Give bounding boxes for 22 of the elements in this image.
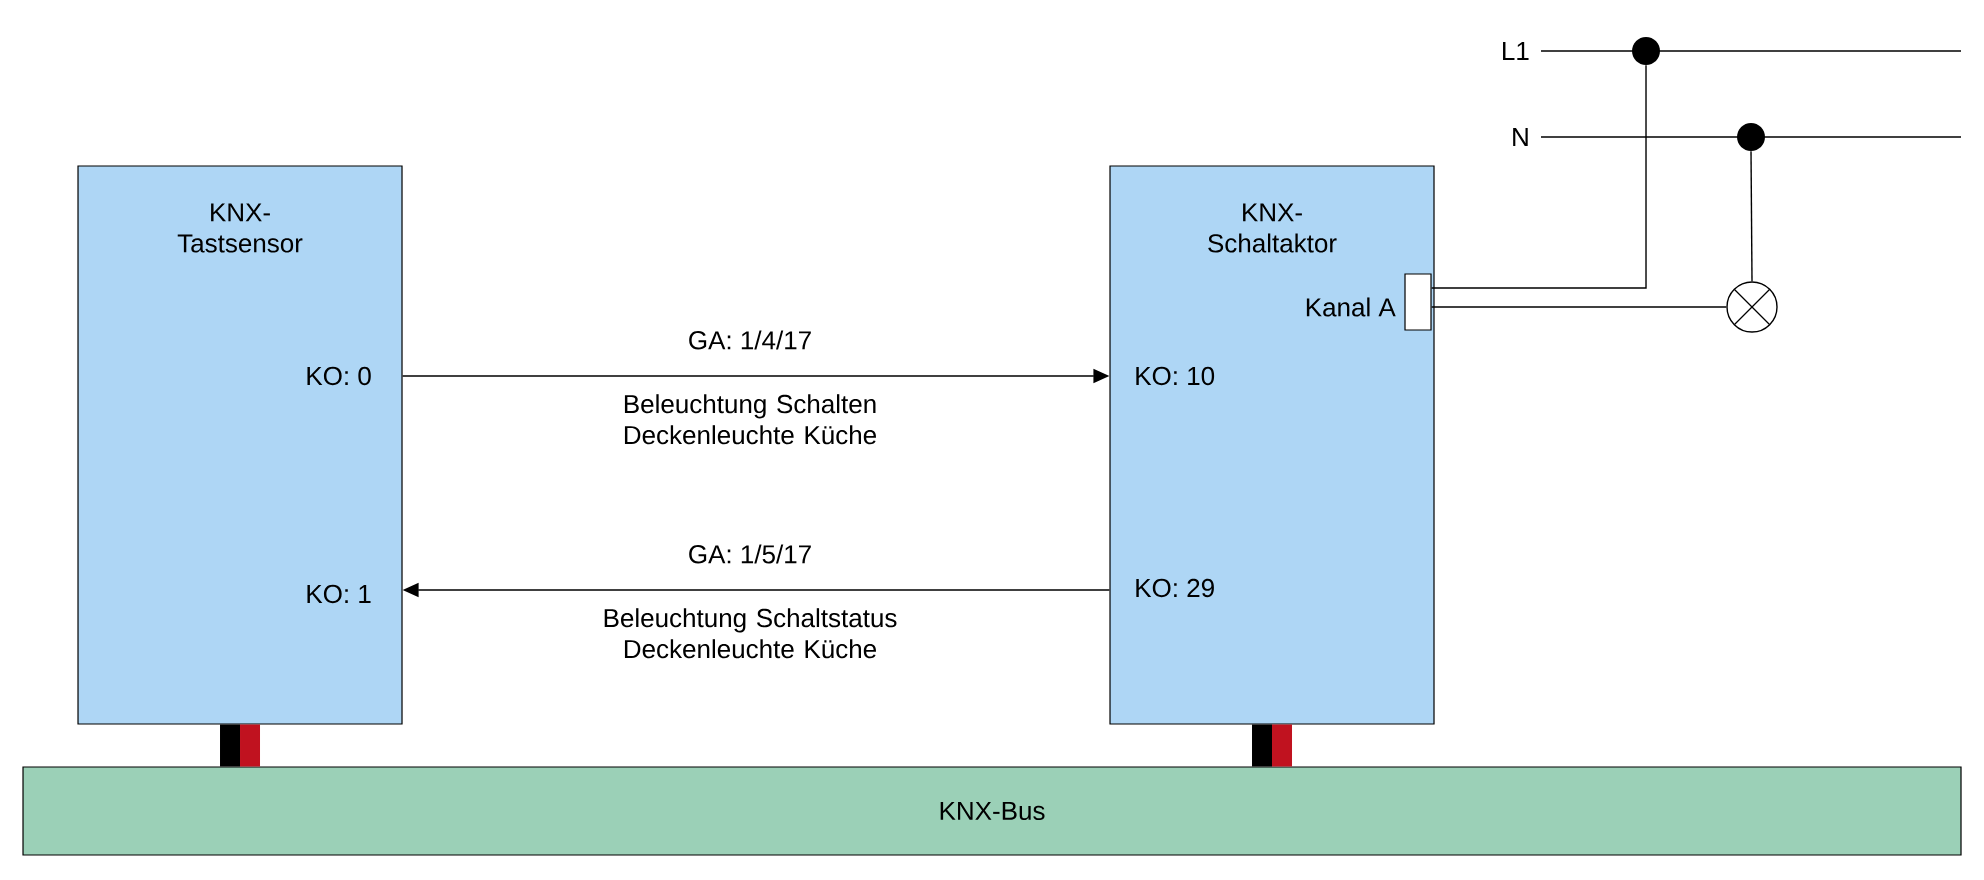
device-title: KNX- Schaltaktor xyxy=(1208,203,1337,253)
description-text: Beleuchtung Schalten Deckenleuchte Küche xyxy=(624,394,876,445)
junction-dot xyxy=(1737,123,1765,151)
wire xyxy=(1430,306,1727,308)
object-label: KO: 29 xyxy=(1136,578,1214,598)
edge-label: GA: 1/5/17 xyxy=(685,542,815,566)
description-text: Beleuchtung Schaltstatus Deckenleuchte Küche xyxy=(604,608,897,659)
bus-bar: KNX-Bus xyxy=(22,766,1962,856)
object-label: KO: 10 xyxy=(1136,366,1215,386)
device-title: KNX- Tastsensor xyxy=(177,203,303,253)
conductor-label: N xyxy=(1513,128,1528,146)
junction-dot xyxy=(1632,37,1660,65)
bus-cable xyxy=(220,724,260,767)
wire xyxy=(1430,64,1647,289)
wire xyxy=(1750,150,1753,282)
object-label: KO: 1 xyxy=(307,584,371,604)
bus-cable xyxy=(1252,724,1292,767)
channel-label: Kanal A xyxy=(1306,297,1396,317)
object-label: KO: 0 xyxy=(307,366,371,386)
edge-label: GA: 1/4/17 xyxy=(685,328,815,352)
conductor-label: L1 xyxy=(1503,42,1529,60)
lamp-symbol xyxy=(1726,281,1778,333)
